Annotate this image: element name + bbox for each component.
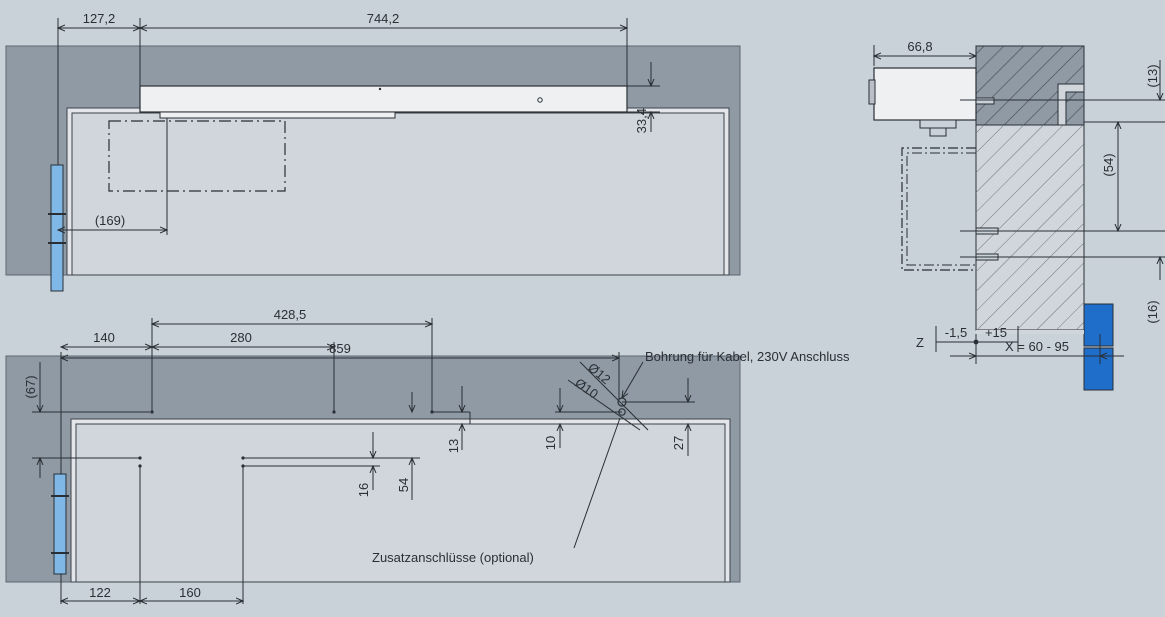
dim-x: X = 60 - 95 bbox=[1005, 339, 1069, 354]
drill-point bbox=[332, 410, 336, 414]
side-arm-base bbox=[929, 127, 947, 137]
dim-plus-15: +15 bbox=[985, 325, 1007, 340]
z-label: Z bbox=[916, 335, 924, 350]
dim-66-8: 66,8 bbox=[907, 39, 932, 54]
cable-hole-10 bbox=[618, 408, 626, 416]
top-view: 127,2 744,2 33,4 (169) bbox=[5, 11, 741, 292]
dim-10: 10 bbox=[543, 436, 558, 450]
top-closer-screw bbox=[537, 97, 543, 103]
dim-428-5: 428,5 bbox=[274, 307, 307, 322]
side-screw bbox=[975, 97, 995, 105]
side-arm bbox=[919, 119, 957, 129]
top-ghost-closer bbox=[108, 120, 286, 192]
top-closer-body bbox=[139, 85, 628, 113]
side-block-lower bbox=[1083, 347, 1114, 391]
side-view: 66,8 (54) (13) (16) Z -1,5 +15 X = 60 - … bbox=[868, 39, 1165, 391]
dim-54-side: (54) bbox=[1101, 153, 1116, 176]
side-closer-cap bbox=[868, 79, 876, 105]
bottom-hinge bbox=[53, 473, 67, 575]
note-extra: Zusatzanschlüsse (optional) bbox=[372, 550, 534, 565]
dim-160: 160 bbox=[179, 585, 201, 600]
top-arm bbox=[159, 111, 396, 119]
side-block-upper bbox=[1083, 303, 1114, 347]
top-closer-dot bbox=[378, 87, 382, 91]
dim-minus-1-5: -1,5 bbox=[945, 325, 967, 340]
side-closer-body bbox=[873, 67, 977, 121]
dim-169: (169) bbox=[95, 213, 125, 228]
dim-127-2: 127,2 bbox=[83, 11, 116, 26]
dim-859: 859 bbox=[329, 341, 351, 356]
dim-13: 13 bbox=[446, 439, 461, 453]
note-extra-leader bbox=[573, 417, 621, 549]
dim-33-4: 33,4 bbox=[634, 108, 649, 133]
side-ghost-inner bbox=[906, 152, 976, 266]
top-hinge bbox=[50, 164, 64, 292]
dim-16: 16 bbox=[356, 483, 371, 497]
dim-16-side: (16) bbox=[1145, 300, 1160, 323]
side-ghost-closer bbox=[901, 147, 976, 271]
bottom-view: 859 428,5 140 280 (67) 13 16 bbox=[5, 307, 850, 604]
hole-leader bbox=[579, 361, 649, 431]
bottom-door-inner bbox=[75, 423, 726, 583]
dim-27: 27 bbox=[671, 436, 686, 450]
dim-140: 140 bbox=[93, 330, 115, 345]
dim-280: 280 bbox=[230, 330, 252, 345]
dim-67: (67) bbox=[23, 375, 38, 398]
dim-744-2: 744,2 bbox=[367, 11, 400, 26]
drill-point bbox=[138, 456, 142, 460]
note-cable-leader bbox=[622, 361, 644, 398]
dim-122: 122 bbox=[89, 585, 111, 600]
dim-54: 54 bbox=[396, 478, 411, 492]
side-rebate bbox=[1057, 83, 1085, 126]
drill-point bbox=[150, 410, 154, 414]
note-cable: Bohrung für Kabel, 230V Anschluss bbox=[645, 349, 850, 364]
side-door-bottom bbox=[976, 330, 1084, 334]
dim-13-side: (13) bbox=[1145, 64, 1160, 87]
top-door-inner bbox=[71, 112, 725, 276]
hole-leader bbox=[567, 379, 641, 431]
